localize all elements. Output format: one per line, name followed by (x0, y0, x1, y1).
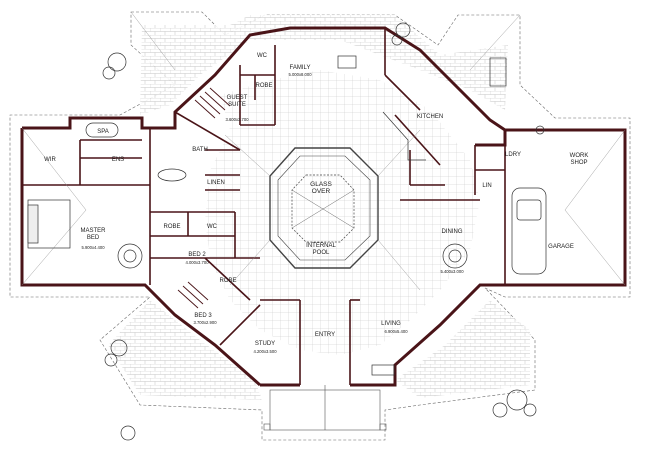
room-kitchen-name: KITCHEN (417, 114, 443, 120)
room-bath-name: BATH (192, 147, 208, 153)
room-entry-name: ENTRY (315, 332, 335, 338)
internal-pool (269, 147, 379, 269)
garden-plants (102, 22, 545, 441)
room-living-size: 6.900x5.400 (384, 329, 408, 334)
family-sofa (337, 55, 357, 69)
room-robe-bed3-name: ROBE (219, 278, 236, 284)
room-study-name: STUDY (255, 341, 275, 347)
entry-portico (263, 385, 387, 431)
bath-tub (157, 168, 187, 182)
room-wc-top-name: WC (257, 53, 268, 59)
room-bed3-size: 3.700x2.900 (193, 320, 217, 325)
room-family-size: 5.000x8.000 (288, 72, 312, 77)
room-spa-name: SPA (97, 129, 109, 135)
room-wc-bed2-name: WC (207, 224, 218, 230)
room-master-bed-size: 5.900x4.400 (81, 245, 105, 250)
room-bed2-size: 4.000x3.700 (185, 260, 209, 265)
room-bed3-name: BED 3 (194, 313, 212, 319)
room-study-size: 4.200x3.500 (253, 349, 277, 354)
room-ens-name: ENS (112, 157, 124, 163)
room-living-name: LIVING (381, 321, 401, 327)
room-bed2-name: BED 2 (188, 252, 206, 258)
roof-lines (21, 11, 626, 291)
living-sofa (371, 364, 395, 376)
paving (108, 15, 530, 400)
room-family-name: FAMILY (290, 65, 311, 71)
fixtures (27, 55, 547, 376)
room-dining-name: DINING (442, 229, 463, 235)
room-garage-name: GARAGE (548, 244, 574, 250)
room-robe-bed2-name: ROBE (163, 224, 180, 230)
room-guest-suite-size: 3.600x3.700 (225, 117, 249, 122)
garage-car (511, 187, 547, 275)
room-dining-size: 5.400x3.000 (440, 269, 464, 274)
room-wir-name: WIR (44, 157, 56, 163)
room-ldry-name: LDRY (505, 152, 521, 158)
roof-outline (9, 11, 631, 441)
master-round-table (117, 243, 143, 269)
room-linen-name: LINEN (207, 180, 225, 186)
room-lin-name: LIN (482, 183, 491, 189)
room-robe-top-name: ROBE (255, 83, 272, 89)
dining-table (442, 243, 468, 269)
spa-tub (85, 122, 119, 138)
internal-walls (22, 28, 506, 385)
